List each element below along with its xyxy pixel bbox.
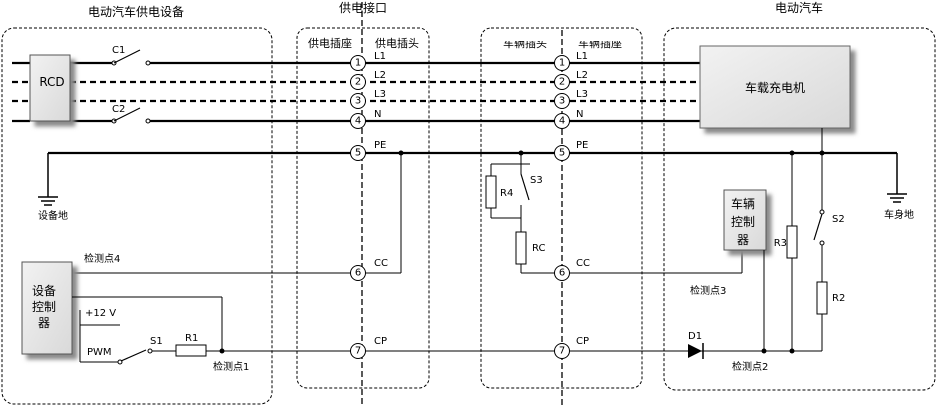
s3-switch [520,173,530,201]
pin-6-right: 6 [559,268,565,279]
c2-label: C2 [112,104,125,115]
body-ground-label: 车身地 [884,208,914,221]
vehicle-title: 电动汽车 [775,0,823,15]
rc-label: RC [532,243,545,254]
interface-region-left [296,27,430,389]
label-l3-right: L3 [576,89,588,100]
label-l2-right: L2 [576,70,588,81]
vehicle-plug-label: 车辆插头 [503,36,547,50]
r3-label: R3 [774,238,787,249]
onboard-charger-box [699,45,851,129]
pins-left: 1 2 3 4 5 6 7 [350,55,366,359]
d1-label: D1 [688,331,702,342]
r2-label: R2 [832,293,845,304]
s2-label: S2 [832,214,845,225]
interface-region-right [480,27,643,389]
evse-region [1,27,273,405]
r1-resistor [175,344,207,357]
label-n-left: N [374,109,381,120]
label-cc-right: CC [576,258,590,269]
pin-7-right: 7 [559,346,565,357]
equipment-ground-label: 设备地 [38,209,68,222]
charger-label: 车载充电机 [745,80,805,95]
pin-1-left: 1 [355,58,361,69]
label-l2-left: L2 [374,70,386,81]
vehicle-controller-line2: 控制 [731,215,755,229]
r3-resistor [786,225,798,259]
pin-2-right: 2 [559,77,565,88]
evse-title: 电动汽车供电设备 [88,4,184,19]
equipment-controller-line1: 设备 [32,284,56,298]
pin-1-right: 1 [559,58,565,69]
detection-point-3: 检测点3 [690,284,726,297]
vehicle-region [663,27,936,391]
r4-resistor [485,175,497,209]
s1-label: S1 [150,336,163,347]
label-n-right: N [576,109,583,120]
plug-label: 供电插头 [375,36,419,50]
rc-resistor [515,231,527,265]
pin-5-right: 5 [559,148,565,159]
pin-2-left: 2 [355,77,361,88]
vehicle-socket-label: 车辆插座 [578,36,622,50]
r2-resistor [816,281,828,315]
pin-6-left: 6 [355,268,361,279]
s2-switch [813,213,823,241]
equipment-controller-box [21,261,73,355]
equipment-controller-line3: 器 [38,316,50,330]
vehicle-controller-line1: 车辆 [731,196,755,211]
equipment-controller-line2: 控制 [32,300,56,314]
s1-switch [120,349,147,362]
pin-4-right: 4 [559,116,565,127]
detection-point-2: 检测点2 [732,360,768,373]
label-cp-right: CP [576,336,589,347]
detection-point-4: 检测点4 [84,252,120,265]
label-l1-left: L1 [374,51,386,62]
rcd-label: RCD [39,75,64,89]
pin-3-left: 3 [355,96,361,107]
socket-label: 供电插座 [308,36,352,50]
rcd-box [29,54,71,122]
label-l1-right: L1 [576,51,588,62]
r1-label: R1 [185,333,198,344]
vehicle-controller-line3: 器 [737,233,749,247]
label-cc-left: CC [374,258,388,269]
pin-5-left: 5 [355,148,361,159]
pins-right: 1 2 3 4 5 6 7 [554,55,570,359]
detection-point-1: 检测点1 [213,360,249,373]
label-pe-left: PE [374,140,386,151]
label-l3-left: L3 [374,89,386,100]
vehicle-controller-box [723,189,767,251]
c1-label: C1 [112,45,125,56]
interface-title: 供电接口 [339,0,387,15]
pin-7-left: 7 [355,346,361,357]
r4-label: R4 [500,188,513,199]
pin-3-right: 3 [559,96,565,107]
pin-4-left: 4 [355,116,361,127]
s3-label: S3 [530,175,543,186]
label-pe-right: PE [576,140,588,151]
label-cp-left: CP [374,336,387,347]
plus12v-label: +12 V [85,308,116,319]
pwm-label: PWM [87,347,112,358]
d1-diode [688,344,702,358]
